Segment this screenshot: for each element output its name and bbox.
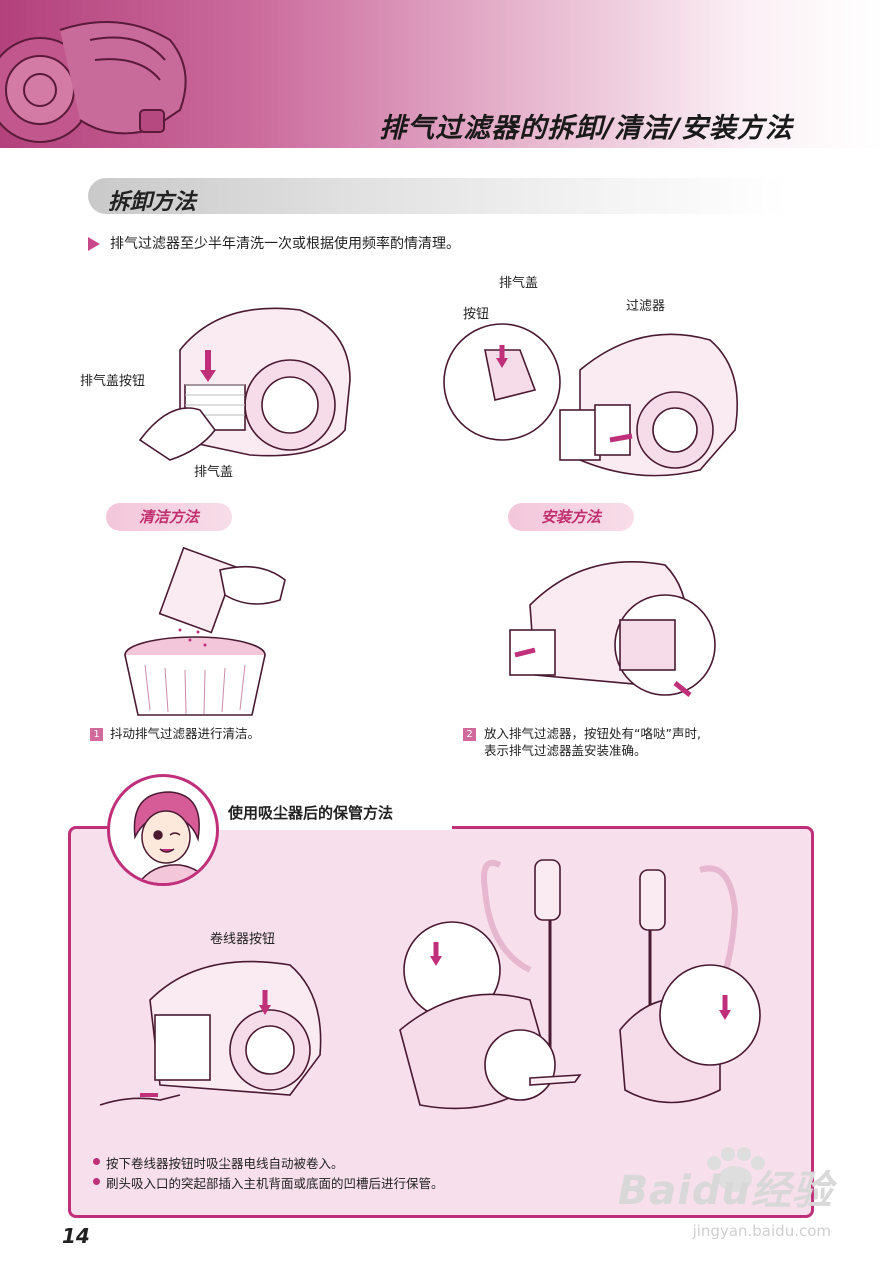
page-number: 14 bbox=[62, 1224, 90, 1248]
bullet-arrow-icon bbox=[88, 237, 100, 251]
label-button: 按钮 bbox=[463, 307, 490, 322]
storage-title: 使用吸尘器后的保管方法 bbox=[228, 804, 394, 822]
vacuum-header-illustration bbox=[0, 21, 187, 143]
label-cover-button: 排气盖按钮 bbox=[80, 374, 146, 389]
label-cover-right: 排气盖 bbox=[499, 276, 539, 291]
disassembly-illustration-left bbox=[138, 307, 351, 461]
label-reel-button: 卷线器按钮 bbox=[210, 932, 276, 947]
paw-logo-icon bbox=[707, 1147, 765, 1192]
storage-illustration-back bbox=[399, 859, 582, 1110]
installation-illustration bbox=[509, 561, 716, 697]
note-bullet-1 bbox=[93, 1158, 100, 1165]
character-avatar bbox=[107, 774, 219, 886]
step-number-1: 1 bbox=[90, 728, 103, 741]
storage-illustration-reel bbox=[99, 960, 322, 1106]
storage-note-1: 按下卷线器按钮时吸尘器电线自动被卷入。 bbox=[106, 1156, 344, 1171]
watermark-brand: Baidu经验 bbox=[617, 1168, 833, 1214]
installation-step-text-line2: 表示排气过滤器盖安装准确。 bbox=[484, 743, 647, 758]
character-illustration bbox=[133, 791, 209, 883]
storage-illustration-bottom bbox=[619, 865, 761, 1104]
cleaning-illustration bbox=[124, 546, 286, 716]
page-title: 排气过滤器的拆卸/清洁/安装方法 bbox=[379, 113, 793, 144]
installation-step-text-line1: 放入排气过滤器，按钮处有“咯哒”声时, bbox=[484, 726, 701, 741]
intro-text: 排气过滤器至少半年清洗一次或根据使用频率酌情清理。 bbox=[110, 236, 460, 252]
storage-title-background bbox=[212, 800, 452, 830]
label-cover-left: 排气盖 bbox=[194, 465, 234, 480]
watermark-url: jingyan.baidu.com bbox=[692, 1222, 831, 1240]
label-filter: 过滤器 bbox=[626, 299, 666, 314]
step-number-2: 2 bbox=[463, 728, 476, 741]
storage-note-2: 刷头吸入口的突起部插入主机背面或底面的凹槽后进行保管。 bbox=[106, 1176, 444, 1191]
cleaning-step-text: 抖动排气过滤器进行清洁。 bbox=[110, 726, 261, 741]
disassembly-illustration-right bbox=[443, 323, 738, 477]
note-bullet-2 bbox=[93, 1178, 100, 1185]
section-title-disassembly: 拆卸方法 bbox=[108, 190, 197, 215]
cleaning-heading-pill: 清洁方法 bbox=[106, 503, 232, 531]
section-header-bar bbox=[88, 178, 788, 214]
installation-heading-pill: 安装方法 bbox=[508, 503, 634, 531]
